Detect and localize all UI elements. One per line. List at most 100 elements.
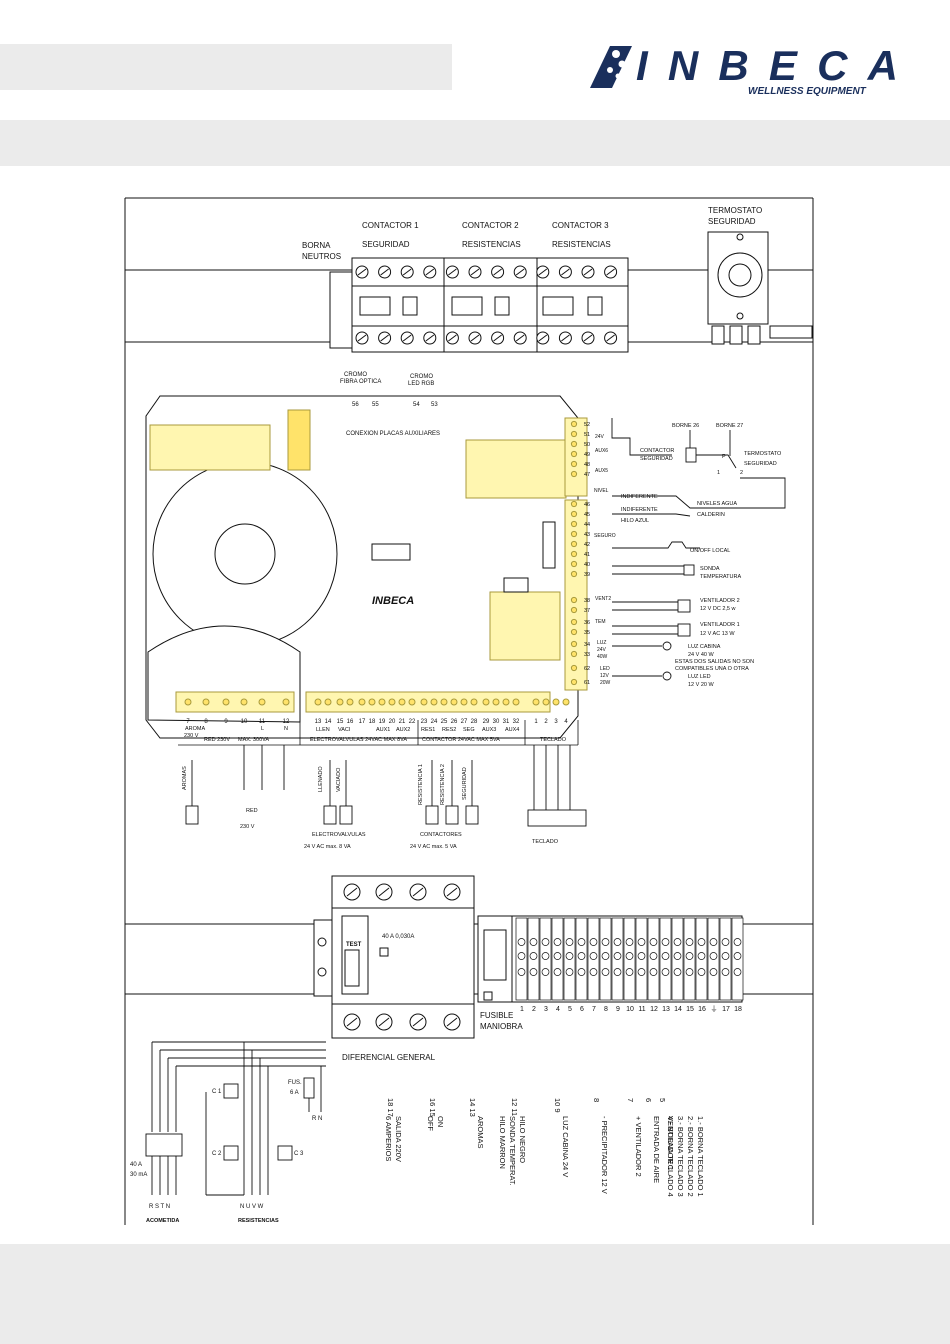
cromo-led-label: CROMO <box>410 374 433 380</box>
board-pin-pad <box>408 698 416 706</box>
cromo-fibra-label: CROMO <box>344 372 367 378</box>
terminal-screw-icon <box>733 968 742 976</box>
right-pin-pad <box>570 628 578 636</box>
legend-text-2: OFF <box>426 1116 435 1131</box>
terminal-number: 9 <box>616 1006 620 1013</box>
right-pin-36: 36 <box>584 620 590 626</box>
legend-numbers: 18 17 <box>386 1098 395 1117</box>
right-pin-pad <box>570 440 578 448</box>
board-pin-pad <box>440 698 448 706</box>
p-label: P <box>722 454 726 460</box>
board-pin-19: 19 <box>379 719 386 725</box>
led-v-label: 12V <box>600 673 610 679</box>
right-pin-pad <box>570 650 578 658</box>
right-pin-37: 37 <box>584 608 590 614</box>
legend-text-2: 2.- BORNA TECLADO 2 <box>686 1116 695 1197</box>
board-pin-22: 22 <box>409 719 416 725</box>
led-w-label: 20W <box>600 680 611 686</box>
aux4-label: AUX4 <box>505 727 519 733</box>
board-pin-12: 12 <box>283 719 290 725</box>
terminal-screw-icon <box>589 968 598 976</box>
terminal-number: 1 <box>520 1006 524 1013</box>
right-pin-pad <box>570 470 578 478</box>
luz-w-label: 40W <box>597 654 608 660</box>
right-pin-pad <box>570 500 578 508</box>
terminal-screw-icon <box>517 968 526 976</box>
aux2-label: AUX2 <box>396 727 410 733</box>
legend-numbers: 8 <box>592 1098 601 1102</box>
right-pin-47: 47 <box>584 472 590 478</box>
luz-cabina-spec: 24 V 40 W <box>688 652 714 658</box>
led-pin-label: LED <box>600 666 610 672</box>
legend-text-3: HILO MARRON <box>498 1116 507 1169</box>
right-pin-62: 62 <box>584 666 590 672</box>
electrovalvulas-label: ELECTROVALVULAS <box>312 832 366 838</box>
board-pin-pad <box>430 698 438 706</box>
board-pin-1: 1 <box>534 719 538 725</box>
terminal-number: 12 <box>650 1006 658 1013</box>
aroma-label: AROMA <box>185 726 206 732</box>
fusible-label: FUSIBLE <box>480 1011 513 1020</box>
terminal-number: 3 <box>544 1006 548 1013</box>
contactor2-title: CONTACTOR 2 <box>462 221 519 230</box>
luz-cabina-label: LUZ CABINA <box>688 644 721 650</box>
right-pin-40: 40 <box>584 562 590 568</box>
seg-label: SEG <box>463 727 475 733</box>
contactor3-title: CONTACTOR 3 <box>552 221 609 230</box>
terminal-screw-icon <box>673 952 682 960</box>
terminal-screw-icon <box>685 968 694 976</box>
terminal-screw-icon <box>565 968 574 976</box>
board-pin-27: 27 <box>461 719 468 725</box>
aux-pin-56: 56 <box>352 402 359 408</box>
aux1-label: AUX1 <box>376 727 390 733</box>
terminal-number: 16 <box>698 1006 706 1013</box>
res2-output-label: RESISTENCIA 2 <box>440 764 446 805</box>
board-pin-pad <box>184 698 192 706</box>
legend-entry: 7+ VENTILADOR 2 <box>626 1098 643 1177</box>
right-pin-48: 48 <box>584 462 590 468</box>
niveles-agua: NIVELES AGUA <box>697 501 737 507</box>
legend-numbers: 14 13 <box>468 1098 477 1117</box>
terminal-number: 13 <box>662 1006 670 1013</box>
indiferente-2: INDIFERENTE <box>621 507 658 513</box>
terminal-number: 11 <box>638 1006 645 1013</box>
right-pin-pad <box>570 420 578 428</box>
contactor-seg-label-2: SEGURIDAD <box>640 456 673 462</box>
board-pin-pad <box>346 698 354 706</box>
board-pin-17: 17 <box>359 719 366 725</box>
terminal-number: 7 <box>592 1006 596 1013</box>
logo-tagline: WELLNESS EQUIPMENT <box>748 86 867 96</box>
board-pin-2: 2 <box>544 719 548 725</box>
red-output-label: RED <box>246 808 258 814</box>
right-pin-pad <box>570 550 578 558</box>
fus-rating: 6 A <box>290 1090 299 1096</box>
terminal-screw-icon <box>649 952 658 960</box>
board-pin-pad <box>542 698 550 706</box>
board-pin-14: 14 <box>325 719 332 725</box>
right-pin-42: 42 <box>584 542 590 548</box>
terminal-screw-icon <box>673 968 682 976</box>
terminal-number: 4 <box>556 1006 560 1013</box>
board-pin-3: 3 <box>554 719 558 725</box>
ev-section-label: ELECTROVALVULAS 24VAC MAX 8VA <box>310 737 407 743</box>
board-pin-16: 16 <box>347 719 354 725</box>
legend-numbers: 10 9 <box>553 1098 562 1113</box>
terminal-number: 14 <box>674 1006 682 1013</box>
board-pin-pad <box>368 698 376 706</box>
terminal-screw-icon <box>625 952 634 960</box>
sonda-label: SONDA <box>700 566 720 572</box>
terminal-screw-icon <box>637 952 646 960</box>
right-pin-pad <box>570 618 578 626</box>
terminal-number: 18 <box>734 1006 742 1013</box>
keypad-section-label: TECLADO <box>540 737 567 743</box>
terminal-screw-icon <box>661 952 670 960</box>
luz-pin-label: LUZ <box>597 640 606 646</box>
terminal-screw-icon <box>601 952 610 960</box>
terminal-screw-icon <box>601 968 610 976</box>
terminal-screw-icon <box>685 952 694 960</box>
terminal-screw-icon <box>637 938 646 946</box>
luz-led-label: LUZ LED <box>688 674 711 680</box>
